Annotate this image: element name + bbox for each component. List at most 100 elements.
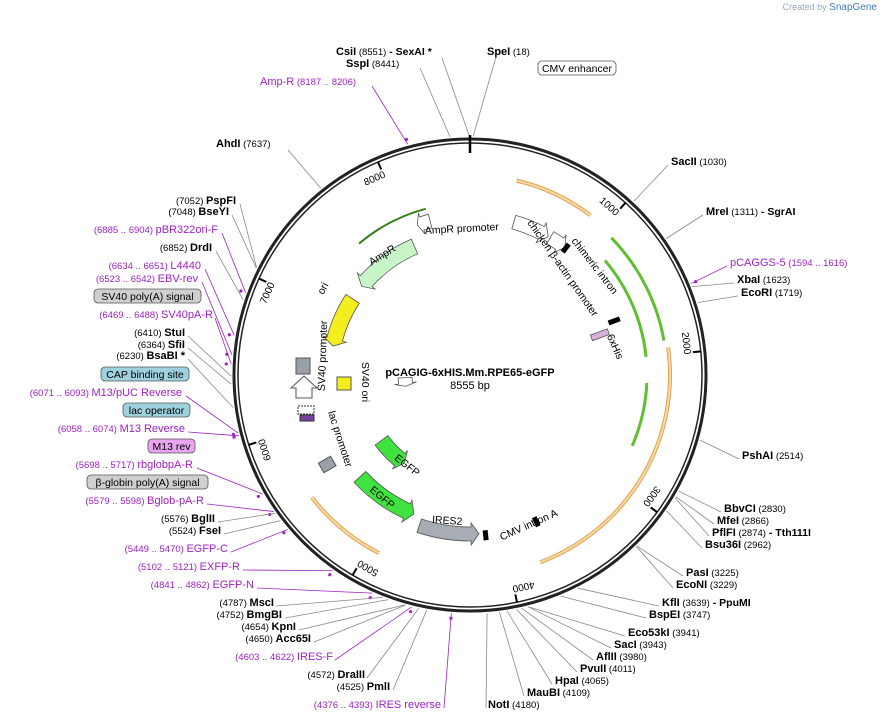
feature-ori (321, 293, 360, 347)
connector (485, 613, 488, 709)
connector (185, 395, 239, 434)
site-position: (4525) (337, 682, 367, 693)
connector (206, 503, 274, 512)
orf-arc-inner (539, 347, 671, 564)
feature-ab-promoter (546, 231, 567, 254)
svg-text:KflI (3639) - PpuMI: KflI (3639) - PpuMI (662, 597, 751, 609)
svg-text:(4376 .. 4393) IRES reverse: (4376 .. 4393) IRES reverse (314, 699, 441, 711)
feature-cmv-enhancer (511, 214, 549, 244)
site-position: (4654) (241, 622, 271, 633)
site-name: pCAGGS-5 (730, 257, 786, 269)
site-position: (6523 .. 6542) (96, 274, 158, 285)
site-position: (6885 .. 6904) (94, 225, 156, 236)
translation-arc (610, 236, 666, 341)
tick-mark (619, 202, 627, 210)
feature-cmv-intron-a (531, 516, 541, 528)
feature-lac-promoter (317, 455, 337, 474)
site-position: (5524) (169, 526, 199, 537)
feature-cmv-intron-a-end (482, 530, 489, 541)
site-kpni: (4654) KpnI (241, 621, 296, 633)
site-position: (4752) (216, 610, 246, 621)
site-name: Amp-R (260, 76, 294, 88)
site-position: (1719) (772, 288, 802, 299)
tick-mark (258, 277, 267, 283)
site-position: (3639) (680, 598, 710, 609)
site-xbai: XbaI (1623) (737, 274, 790, 286)
connector (366, 608, 420, 679)
svg-text:(7052) PspFI: (7052) PspFI (176, 195, 236, 207)
connector (187, 335, 232, 377)
site-pcaggs: pCAGGS-5 (1594 .. 1616) (730, 257, 847, 269)
site-name: PvuII (580, 663, 606, 675)
label-ires2: IRES2 (432, 514, 463, 528)
site-name: IRES reverse (376, 699, 441, 711)
site-name: rbglobpA-R (137, 459, 193, 471)
site-name: KflI (662, 597, 680, 609)
site-bglobpa: (5579 .. 5598) Bglob-pA-R (85, 495, 204, 507)
site-m13puc: (6071 .. 6093) M13/pUC Reverse (30, 387, 182, 399)
connector (334, 606, 413, 661)
site-name: BseYI (198, 206, 229, 218)
connector (636, 546, 674, 589)
site-name: FseI (199, 525, 221, 537)
site-position: (3941) (670, 628, 700, 639)
site-name: M13 Reverse (120, 423, 185, 435)
connector (527, 606, 612, 649)
svg-text:(6230) BsaBI *: (6230) BsaBI * (116, 350, 185, 362)
site-ebv: (6523 .. 6542) EBV-rev (96, 273, 199, 285)
connector (699, 439, 740, 460)
svg-text:(5579 .. 5598) Bglob-pA-R: (5579 .. 5598) Bglob-pA-R (85, 495, 204, 507)
connector (692, 282, 735, 288)
tick-mark (351, 567, 358, 576)
site-extra: - SgrAI (758, 206, 795, 218)
site-position: (1311) (729, 207, 758, 218)
svg-text:(4603 .. 4622) IRES-F: (4603 .. 4622) IRES-F (235, 651, 333, 663)
site-mfei: MfeI (2866) (717, 515, 769, 527)
svg-text:(5102 .. 5121) EXFP-R: (5102 .. 5121) EXFP-R (138, 561, 240, 573)
tick-label: 8000 (363, 169, 388, 188)
translation-arc (630, 382, 649, 447)
feature-layer (310, 178, 672, 565)
site-psfpi: (7052) PspFI (176, 195, 236, 207)
backbone-ring (232, 135, 708, 613)
connector (223, 520, 281, 535)
site-position: (6058 .. 6074) (58, 424, 120, 435)
site-name: DraIII (337, 669, 365, 681)
tick-label: 5000 (355, 557, 380, 578)
site-position: (4572) (307, 670, 337, 681)
site-name: SacI (614, 639, 637, 651)
primer-mark (282, 531, 286, 535)
site-name: MscI (250, 597, 274, 609)
site-position: (4841 .. 4862) (151, 580, 213, 591)
site-name: EcoNI (676, 579, 707, 591)
primer-mark (224, 362, 228, 366)
svg-text:SacI (3943): SacI (3943) (614, 639, 667, 651)
site-position: (5579 .. 5598) (85, 496, 147, 507)
primer-mark (404, 137, 409, 142)
connector (419, 67, 451, 137)
site-name: SfiI (168, 339, 185, 351)
svg-text:(4841 .. 4862) EGFP-N: (4841 .. 4862) EGFP-N (151, 579, 254, 591)
connector (441, 57, 470, 137)
site-rbglob: (5698 .. 5717) rbglobpA-R (76, 459, 193, 471)
site-position: (6410) (134, 328, 164, 339)
svg-text:BspEI (3747): BspEI (3747) (649, 609, 710, 621)
site-bsu36i: Bsu36I (2962) (705, 539, 771, 551)
site-bbvci: BbvCI (2830) (724, 503, 786, 515)
site-name: MreI (706, 206, 729, 218)
site-name: NotI (488, 699, 509, 711)
orf-arc (310, 496, 380, 555)
site-position: (4011) (606, 664, 635, 675)
connector (298, 604, 405, 631)
connector (313, 604, 406, 643)
site-name: M13/pUC Reverse (92, 387, 182, 399)
site-name: IRES-F (297, 651, 333, 663)
svg-text:AhdI (7637): AhdI (7637) (216, 138, 271, 150)
site-noti: NotI (4180) (488, 699, 540, 711)
svg-text:(4787) MscI: (4787) MscI (219, 597, 274, 609)
site-name: SspI (346, 58, 369, 70)
svg-text:(6071 .. 6093) M13/pUC Revers: (6071 .. 6093) M13/pUC Reverse (30, 387, 182, 399)
site-pflfi: PflFI (2874) - Tth111I (712, 527, 811, 539)
svg-text:PshAI (2514): PshAI (2514) (742, 450, 803, 462)
site-position: (7637) (240, 139, 270, 150)
